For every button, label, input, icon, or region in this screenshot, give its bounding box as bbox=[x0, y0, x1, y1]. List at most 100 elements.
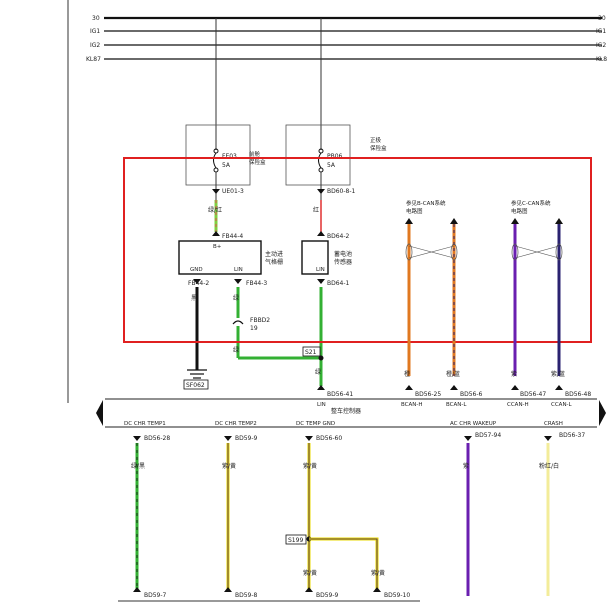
can-c-ref-2: 电路图 bbox=[511, 207, 528, 215]
splice-s199: S199 bbox=[288, 537, 303, 544]
connector-fbbd2-pin: 19 bbox=[250, 325, 258, 332]
vcu-title: 整车控制器 bbox=[331, 407, 361, 415]
battery-lin-label: LIN bbox=[316, 267, 325, 273]
vcu-lin-label: LIN bbox=[317, 402, 326, 408]
grille-shutter-module: B+ GND LIN 主动进 气格栅 bbox=[178, 240, 283, 275]
fuse-right-id: PB06 bbox=[327, 153, 343, 160]
fuse-box-left: FE03 5A 前舱 保险盒 bbox=[185, 124, 266, 186]
pin-label-bd59-10: BD59-10 bbox=[384, 592, 410, 599]
pin-label-ue01-3: UE01-3 bbox=[222, 188, 244, 195]
rail-label-ig1-right: IG1 bbox=[596, 28, 606, 35]
wire-label-orange-blue: 橙/蓝 bbox=[446, 370, 460, 378]
wire-purple-yellow-branch bbox=[309, 537, 379, 590]
bottom-pins: BD59-7 BD59-8 BD59-9 BD59-10 bbox=[118, 587, 420, 602]
fuse-left-rating: 5A bbox=[222, 162, 231, 169]
splice-s21: S21 bbox=[305, 349, 317, 356]
pin-label-fb44-3: FB44-3 bbox=[246, 280, 267, 287]
wire-label-purple-yellow-1: 紫/黄 bbox=[222, 462, 236, 470]
pin-label-bd59-7: BD59-7 bbox=[144, 592, 167, 599]
fuse-left-id: FE03 bbox=[222, 153, 237, 160]
pin-label-bd64-1: BD64-1 bbox=[327, 280, 350, 287]
pin-label-bd59-9-top: BD59-9 bbox=[235, 435, 258, 442]
splice-s21-box bbox=[302, 346, 321, 357]
pin-label-bd56-28: BD56-28 bbox=[144, 435, 170, 442]
pin-label-bd64-2: BD64-2 bbox=[327, 233, 350, 240]
pin-label-bd56-41: BD56-41 bbox=[327, 391, 353, 398]
wire-label-purple-blue: 紫/蓝 bbox=[551, 370, 565, 378]
can-b-ref-1: 参见B-CAN系统 bbox=[406, 199, 446, 207]
pin-label-fb44-4: FB44-4 bbox=[222, 233, 243, 240]
rail-label-ig1: IG1 bbox=[90, 28, 100, 35]
wire-label-purple-yellow-2: 紫/黄 bbox=[303, 462, 317, 470]
wire-label-green-2: 绿 bbox=[233, 346, 239, 354]
pin-label-bd59-9-bottom: BD59-9 bbox=[316, 592, 339, 599]
rail-label-kl87-right: KL87 bbox=[596, 56, 607, 63]
can-b-ref-2: 电路图 bbox=[406, 207, 423, 215]
highlight-box bbox=[123, 157, 592, 343]
vcu-sig-dc-temp1: DC CHR TEMP1 bbox=[124, 421, 166, 427]
fuse-left-desc1: 前舱 bbox=[249, 150, 261, 158]
vcu-ccan-l: CCAN-L bbox=[551, 402, 573, 408]
ground-symbol bbox=[187, 369, 207, 379]
vcu-bar: 整车控制器 LIN BCAN-H BCAN-L CCAN-H CCAN-L DC… bbox=[96, 398, 606, 428]
grille-name-1: 主动进 bbox=[265, 250, 283, 258]
pin-label-bd59-8: BD59-8 bbox=[235, 592, 258, 599]
vcu-sig-ac-wakeup: AC CHR WAKEUP bbox=[450, 421, 497, 427]
vcu-sig-dc-temp2: DC CHR TEMP2 bbox=[215, 421, 257, 427]
can-c-ref-1: 参见C-CAN系统 bbox=[511, 199, 551, 207]
pin-arrow-bd64-2 bbox=[317, 231, 325, 236]
vcu-sig-crash: CRASH bbox=[544, 421, 563, 427]
wire-label-green-1: 绿 bbox=[233, 294, 239, 302]
svg-text:B+: B+ bbox=[213, 244, 222, 250]
ground-tag-box bbox=[183, 379, 209, 390]
wire-label-red: 红 bbox=[313, 206, 319, 214]
grille-lin-label: LIN bbox=[234, 267, 243, 273]
vcu-output-pins: BD56-28 BD59-9 BD56-60 BD57-94 BD56-37 bbox=[133, 432, 585, 442]
fuse-left-desc2: 保险盒 bbox=[249, 158, 266, 166]
fuse-right-desc2: 保险盒 bbox=[370, 144, 387, 152]
rail-label-ig2: IG2 bbox=[90, 42, 100, 49]
wire-label-green-black: 绿/黑 bbox=[131, 462, 145, 470]
pin-label-bd60-8-1: BD60-8-1 bbox=[327, 188, 356, 195]
wire-label-purple-yellow-4: 紫/黄 bbox=[371, 569, 385, 577]
splice-s199-box bbox=[285, 534, 307, 545]
wire-label-purple: 紫 bbox=[511, 370, 517, 378]
pin-arrow-ue01-3 bbox=[212, 189, 220, 194]
vcu-ccan-h: CCAN-H bbox=[507, 402, 529, 408]
can-b-group: 参见B-CAN系统 电路图 橙 橙/蓝 BD56-25 BD56-6 bbox=[404, 199, 483, 398]
battery-sensor-module: LIN 蓄电池 传感器 bbox=[301, 240, 352, 275]
vcu-sig-dc-gnd: DC TEMP GND bbox=[296, 421, 335, 427]
wire-label-green-red: 绿/红 bbox=[208, 206, 222, 214]
connector-fbbd2-symbol bbox=[232, 320, 244, 325]
rail-label-30: 30 bbox=[92, 15, 100, 22]
battery-name-1: 蓄电池 bbox=[334, 250, 352, 258]
rail-label-ig2-right: IG2 bbox=[596, 42, 606, 49]
vcu-bcan-l: BCAN-L bbox=[446, 402, 467, 408]
wire-label-black: 黑 bbox=[191, 295, 197, 302]
fuse-right-desc1: 正极 bbox=[370, 136, 382, 144]
pin-label-bd57-94: BD57-94 bbox=[475, 432, 501, 439]
pin-label-bd56-48: BD56-48 bbox=[565, 391, 591, 398]
pin-arrow-bd60-8-1 bbox=[317, 189, 325, 194]
ground-tag: SF062 bbox=[186, 382, 205, 389]
grille-gnd-label: GND bbox=[190, 267, 203, 273]
fuse-right-rating: 5A bbox=[327, 162, 336, 169]
battery-name-2: 传感器 bbox=[334, 258, 352, 266]
pin-label-bd56-60: BD56-60 bbox=[316, 435, 342, 442]
can-c-group: 参见C-CAN系统 电路图 紫 紫/蓝 BD56-47 BD56-48 bbox=[511, 199, 591, 398]
wire-label-purple-2: 紫 bbox=[463, 462, 469, 470]
wire-label-pink-white: 粉红/白 bbox=[539, 462, 559, 470]
pin-arrow-fb44-4 bbox=[212, 231, 220, 236]
pin-label-bd56-6: BD56-6 bbox=[460, 391, 483, 398]
wire-label-green-3: 绿 bbox=[315, 368, 321, 376]
pin-label-bd56-37: BD56-37 bbox=[559, 432, 585, 439]
pin-label-bd56-47: BD56-47 bbox=[520, 391, 546, 398]
fuse-box-right: PB06 5A 正极 保险盒 bbox=[285, 124, 387, 186]
vcu-bcan-h: BCAN-H bbox=[401, 402, 423, 408]
rail-label-30-right: 30 bbox=[598, 15, 606, 22]
pin-label-bd56-25: BD56-25 bbox=[415, 391, 441, 398]
pin-label-fb44-2: FB44-2 bbox=[188, 280, 209, 287]
connector-fbbd2-id: FBBD2 bbox=[250, 317, 270, 324]
wire-label-purple-yellow-3: 紫/黄 bbox=[303, 569, 317, 577]
